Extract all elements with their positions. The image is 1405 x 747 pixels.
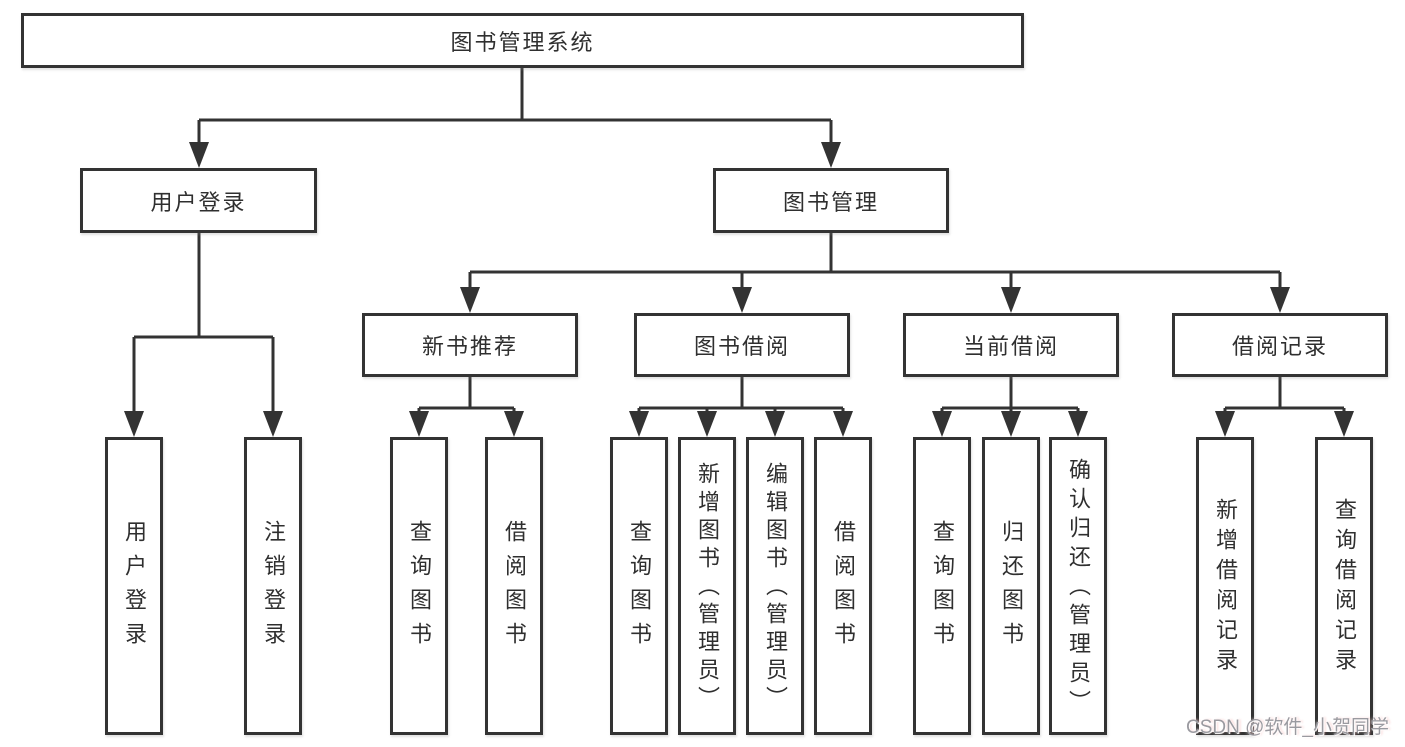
node-borrow-records: 借阅记录 xyxy=(1172,313,1388,377)
node-book-management-branch: 图书管理 xyxy=(713,168,949,233)
leaf-borrow-book: 借阅图书 xyxy=(814,437,872,735)
leaf-add-borrow-record: 新增借阅记录 xyxy=(1196,437,1254,735)
node-current-borrowing: 当前借阅 xyxy=(903,313,1119,377)
leaf-query-book-recommend: 查询图书 xyxy=(390,437,448,735)
leaf-logout: 注销登录 xyxy=(244,437,302,735)
leaf-query-book-current: 查询图书 xyxy=(913,437,971,735)
leaf-query-book-borrowing: 查询图书 xyxy=(610,437,668,735)
node-new-book-recommend: 新书推荐 xyxy=(362,313,578,377)
leaf-query-borrow-record: 查询借阅记录 xyxy=(1315,437,1373,735)
leaf-borrow-book-recommend: 借阅图书 xyxy=(485,437,543,735)
leaf-confirm-return-admin: 确认归还（管理员） xyxy=(1049,437,1107,735)
leaf-return-book: 归还图书 xyxy=(982,437,1040,735)
node-root-system: 图书管理系统 xyxy=(21,13,1024,68)
node-user-login-branch: 用户登录 xyxy=(80,168,317,233)
node-book-borrowing: 图书借阅 xyxy=(634,313,850,377)
leaf-user-login: 用户登录 xyxy=(105,437,163,735)
leaf-edit-book-admin: 编辑图书（管理员） xyxy=(746,437,804,735)
leaf-add-book-admin: 新增图书（管理员） xyxy=(678,437,736,735)
csdn-watermark: CSDN @软件_小贺同学 xyxy=(1186,717,1389,738)
